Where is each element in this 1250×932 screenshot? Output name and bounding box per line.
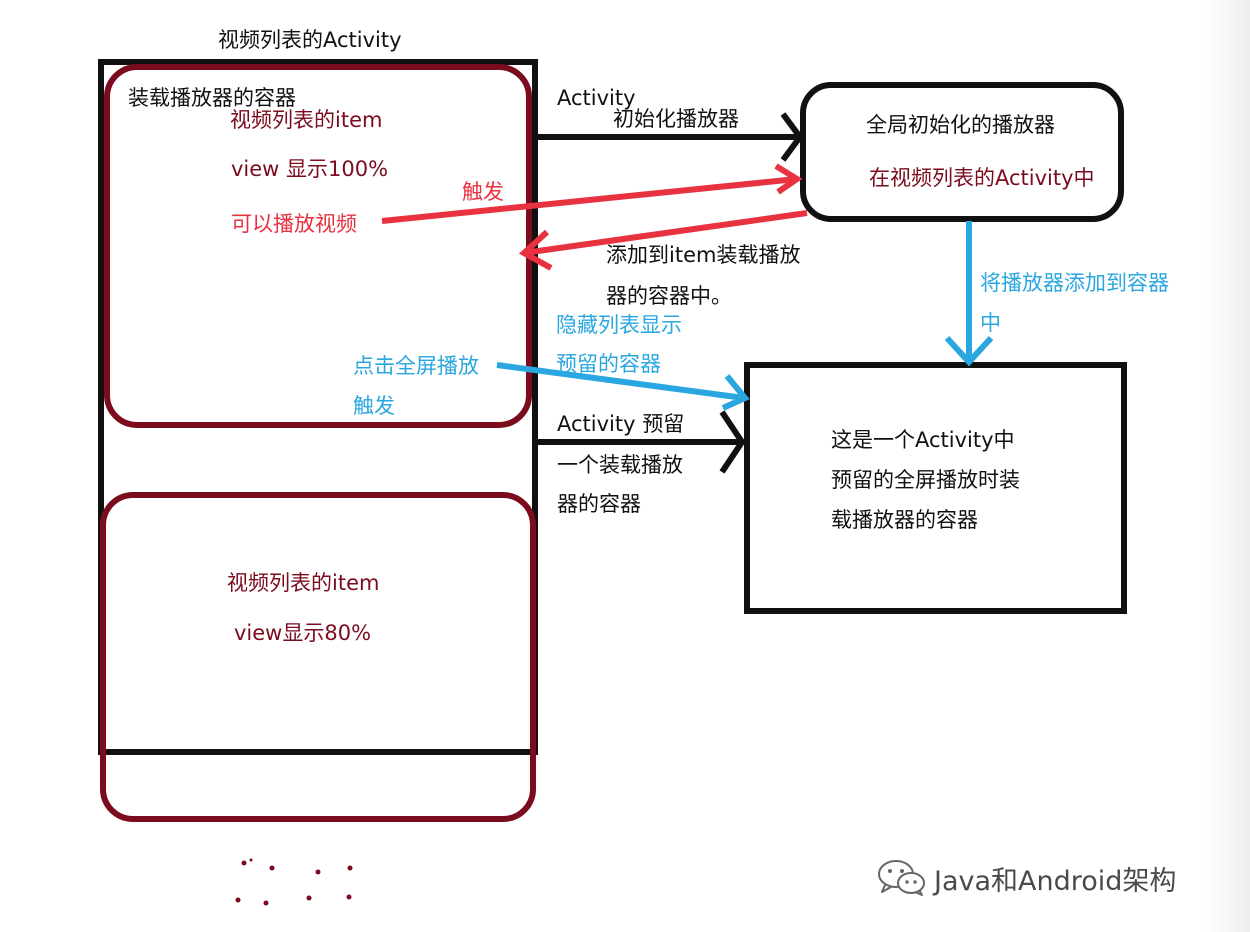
trigger-arrow-head [774,163,803,195]
wechat-icon [878,860,925,896]
fullscreen-box-label-1: 这是一个Activity中 [831,428,1015,452]
player-box-title: 全局初始化的播放器 [866,113,1055,137]
scattered-dots [235,858,353,906]
item1-visibility: view 显示100% [231,157,389,181]
item2-title: 视频列表的item [227,571,380,595]
init-arrow-label-1: Activity [557,86,636,110]
page-edge-shadow [1205,0,1250,932]
reserve-label-3: 器的容器 [557,492,641,516]
add-player-label-1: 将播放器添加到容器 [980,271,1169,295]
fullscreen-container-box [744,362,1127,614]
reserve-arrow-head [719,410,746,474]
container-label: 装载播放器的容器 [128,86,296,110]
init-arrow-label-2: 初始化播放器 [613,107,739,131]
trigger-label-red: 触发 [462,180,504,204]
add-player-label-2: 中 [980,311,1001,335]
add-to-item-label-2: 器的容器中。 [606,284,732,308]
trigger-label-blue: 触发 [353,394,395,418]
watermark: Java和Android架构 [876,858,1176,898]
item2-box [100,492,536,822]
reserve-label-1: Activity 预留 [557,412,685,436]
activity-title: 视频列表的Activity [218,28,402,52]
item1-title: 视频列表的item [230,108,383,132]
reserve-label-2: 一个装载播放 [557,453,683,477]
trigger-arrow-line [381,176,798,224]
add-to-item-label-1: 添加到item装载播放 [606,243,801,267]
add-to-item-arrow-head [518,229,553,271]
fullscreen-arrow-line [496,362,745,401]
item2-visibility: view显示80% [234,621,372,645]
player-box-subtitle: 在视频列表的Activity中 [869,166,1095,190]
hide-list-label-1: 隐藏列表显示 [556,313,682,337]
hide-list-label-2: 预留的容器 [556,352,661,376]
fullscreen-arrow-head [721,374,750,411]
activity-box [98,59,538,755]
init-arrow-head [780,112,804,162]
watermark-text: Java和Android架构 [934,865,1177,897]
player-box [800,82,1124,222]
item1-can-play: 可以播放视频 [231,212,357,236]
add-to-item-arrow-line [523,210,808,256]
fullscreen-box-label-2: 预留的全屏播放时装 [831,468,1020,492]
add-player-arrow-head [944,335,994,367]
fullscreen-click-label: 点击全屏播放 [353,354,479,378]
fullscreen-box-label-3: 载播放器的容器 [831,508,978,532]
